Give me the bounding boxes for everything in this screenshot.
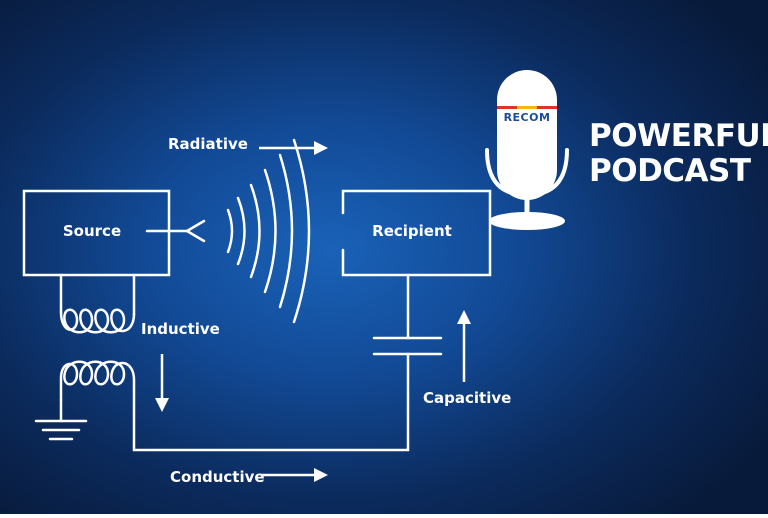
radiative-label: Radiative (168, 135, 248, 153)
capacitive-arrow (457, 310, 471, 382)
title-line-1: POWERFUL (589, 118, 768, 154)
microphone-icon (485, 70, 569, 230)
source-label: Source (63, 222, 121, 240)
inductive-label: Inductive (141, 320, 220, 338)
recipient-box (341, 189, 492, 277)
radiation-waves (226, 138, 311, 324)
logo-text: RECOM (504, 111, 551, 124)
ground-icon (34, 398, 88, 441)
capacitive-label: Capacitive (423, 389, 511, 407)
capacitor-icon (372, 273, 443, 356)
recom-logo: RECOM (497, 106, 557, 124)
coil-icon (59, 273, 136, 334)
conductive-arrow (261, 468, 328, 482)
title-line-2: PODCAST (589, 153, 751, 189)
source-box (22, 189, 171, 277)
antenna-icon (145, 219, 206, 243)
inductive-arrow (155, 354, 169, 412)
conductive-label: Conductive (170, 468, 265, 486)
radiative-arrow (259, 141, 328, 155)
coil-icon (59, 352, 410, 452)
recipient-label: Recipient (372, 222, 452, 240)
